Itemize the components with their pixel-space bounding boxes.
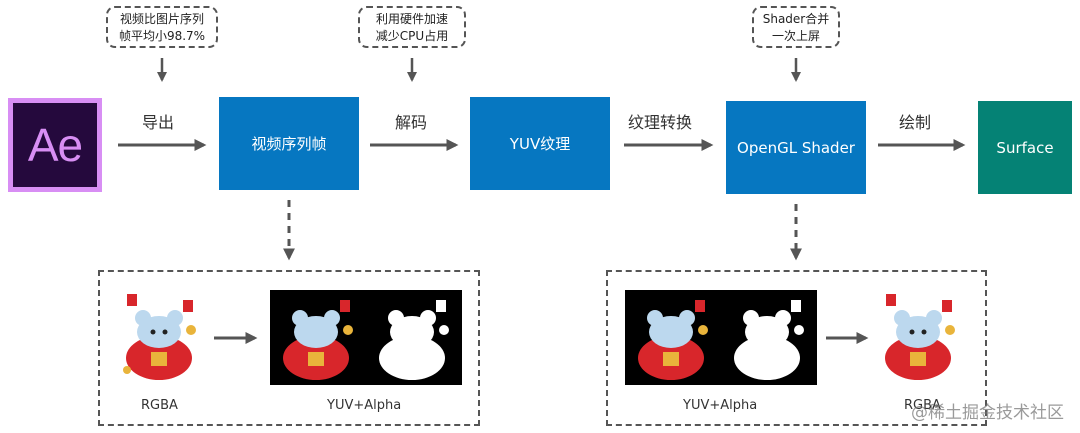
note-size-line2: 帧平均小98.7% [118, 29, 206, 43]
caption-rgba-left: RGBA [141, 398, 178, 413]
node-yuv-texture: YUV纹理 [470, 97, 610, 190]
note-decode-line2: 减少CPU占用 [375, 29, 449, 43]
watermark-text: @稀土掘金技术社区 [911, 403, 1064, 423]
caption-yuv-alpha-left: YUV+Alpha [327, 398, 402, 413]
yuv-mascot-image-right [625, 290, 721, 385]
node-video-frames: 视频序列帧 [219, 97, 359, 190]
edge-label-decode: 解码 [395, 113, 428, 132]
node-opengl-shader: OpenGL Shader [726, 101, 866, 194]
rgba-mascot-image-left [123, 294, 196, 380]
note-size-line1: 视频比图片序列 [119, 12, 204, 26]
edge-label-export: 导出 [142, 113, 175, 132]
note-shader-merge: Shader合并 一次上屏 [752, 6, 840, 48]
alpha-mask-image-left [366, 290, 462, 385]
ae-logo-text: Ae [13, 103, 97, 187]
right-image-panel [606, 270, 987, 426]
edge-label-draw: 绘制 [899, 113, 932, 132]
node-surface: Surface [978, 101, 1072, 194]
note-merge-line1: Shader合并 [762, 12, 830, 26]
rgba-mascot-image-right [885, 294, 955, 380]
caption-yuv-alpha-right: YUV+Alpha [683, 398, 758, 413]
note-hardware-decode: 利用硬件加速 减少CPU占用 [358, 6, 466, 48]
edge-label-convert: 纹理转换 [628, 113, 693, 132]
yuv-mascot-image-left [270, 290, 366, 385]
left-image-panel [98, 270, 480, 426]
after-effects-logo: Ae [8, 98, 102, 192]
note-decode-line1: 利用硬件加速 [375, 12, 448, 26]
note-merge-line2: 一次上屏 [771, 29, 820, 43]
caption-rgba-right: RGBA [904, 398, 941, 413]
note-size-reduction: 视频比图片序列 帧平均小98.7% [106, 6, 218, 48]
alpha-mask-image-right [721, 290, 817, 385]
